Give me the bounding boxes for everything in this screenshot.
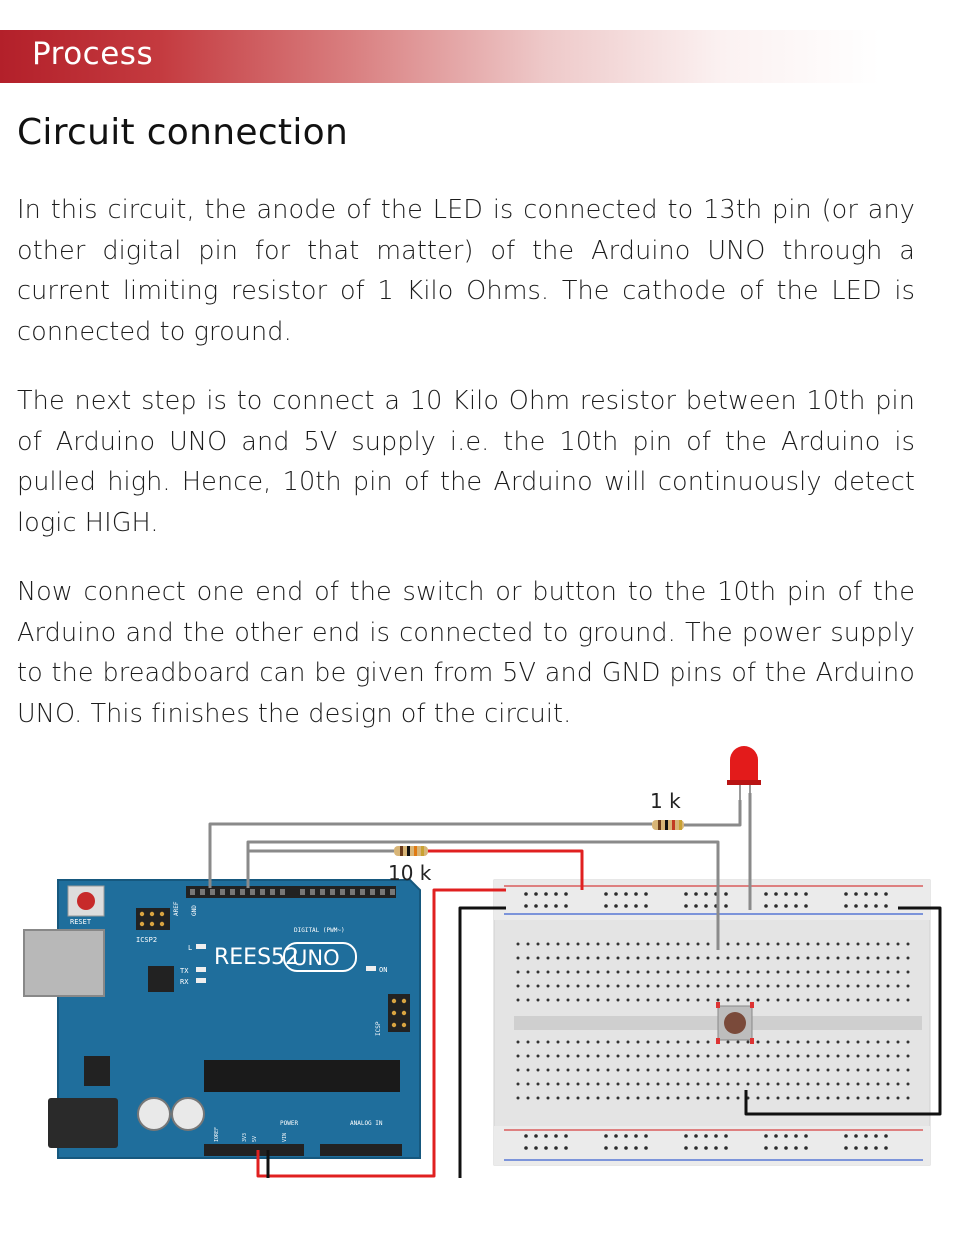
vin-label: VIN: [282, 1133, 288, 1142]
wires: [208, 793, 942, 1178]
reset-label: RESET: [70, 918, 92, 926]
icsp2-header: [136, 908, 170, 930]
led: [727, 746, 761, 800]
tx-label: TX: [180, 967, 189, 975]
rx-label: RX: [180, 978, 189, 986]
wire-10k-to-5v: [428, 849, 584, 890]
resistor-10k-label: 10 k: [388, 861, 432, 885]
5v-label: 5V: [252, 1136, 258, 1142]
regulator: [84, 1056, 110, 1086]
icsp-header: [388, 994, 410, 1032]
section-banner: Process: [0, 30, 880, 83]
ioref-label: IOREF: [214, 1127, 220, 1142]
terminal-holes: [516, 942, 910, 1100]
resistor-10k: [394, 846, 428, 856]
icsp-label: ICSP: [375, 1021, 382, 1036]
analog-in-label: ANALOG IN: [350, 1120, 383, 1127]
capacitor-1: [137, 1097, 171, 1131]
rail-holes-top: [524, 892, 888, 908]
resistor-1k: [652, 820, 684, 830]
arduino-board: RESET ICSP2 AREF GND DIGITAL (PWM~) REES…: [23, 879, 421, 1159]
analog-header: [320, 1144, 402, 1156]
on-label: ON: [379, 966, 387, 974]
wire-pin10-to-switch: [246, 840, 720, 950]
paragraph-led-connection: In this circuit, the anode of the LED is…: [17, 195, 915, 347]
power-label: POWER: [280, 1120, 298, 1127]
wire-1k-to-led: [684, 800, 742, 827]
section-title: Process: [32, 36, 154, 72]
microcontroller-chip: [204, 1060, 400, 1092]
usb-port: [23, 929, 105, 997]
breadboard: [493, 879, 931, 1166]
board-model-badge: [283, 942, 357, 972]
icsp2-label: ICSP2: [136, 936, 157, 944]
gnd-label: GND: [191, 905, 198, 916]
usb-chip: [148, 966, 174, 992]
capacitor-2: [171, 1097, 205, 1131]
paragraph-pullup-resistor: The next step is to connect a 10 Kilo Oh…: [17, 386, 915, 538]
wire-gnd-supply: [266, 906, 506, 1178]
resistor-1k-label: 1 k: [650, 789, 681, 813]
wire-switch-to-ground: [744, 906, 942, 1116]
digital-label: DIGITAL (PWM~): [294, 927, 345, 934]
circuit-diagram: RESET ICSP2 AREF GND DIGITAL (PWM~) REES…: [23, 746, 942, 1178]
l-label: L: [188, 944, 192, 952]
paragraph-switch-connection: Now connect one end of the switch or but…: [17, 577, 915, 729]
push-button: [716, 1002, 754, 1044]
3v3-label: 3V3: [242, 1133, 248, 1142]
board-model: UNO: [292, 946, 340, 970]
power-header: [204, 1144, 304, 1156]
reset-button-cap: [77, 892, 95, 910]
wire-5v-supply: [256, 888, 506, 1178]
wire-pin13-to-1k: [208, 822, 652, 888]
page-heading: Circuit connection: [17, 112, 349, 153]
aref-label: AREF: [173, 901, 180, 916]
power-jack: [48, 1098, 118, 1148]
